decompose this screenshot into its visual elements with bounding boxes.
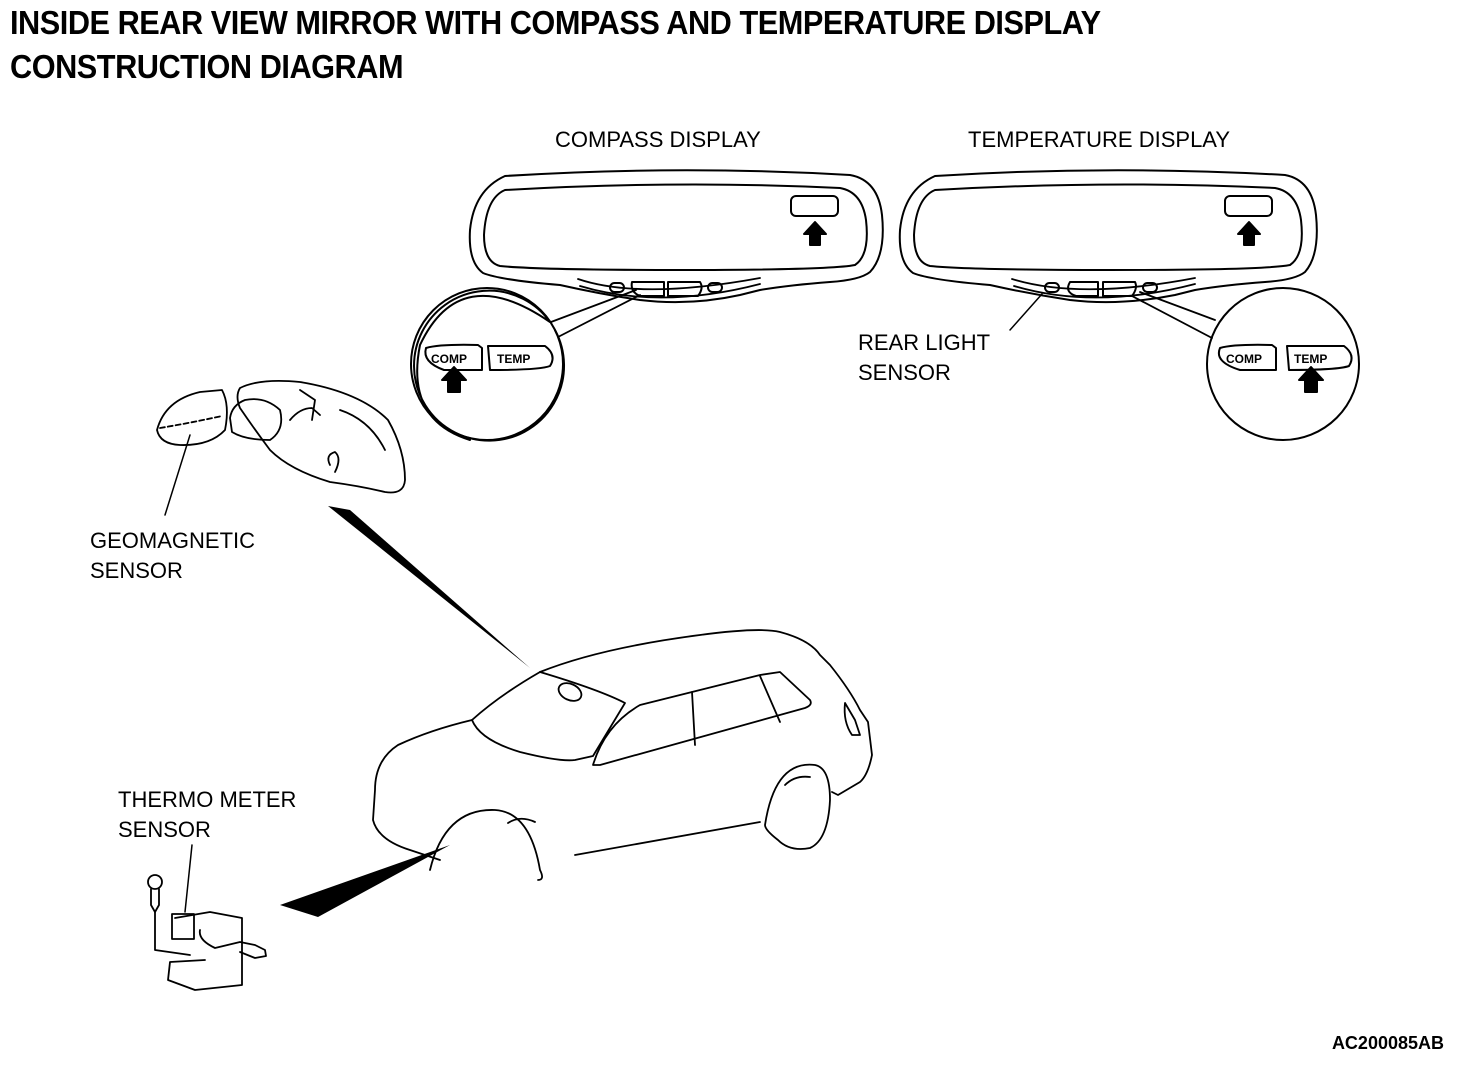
temperature-detail-circle-outline — [1206, 287, 1360, 441]
geomagnetic-sensor-leader — [164, 434, 191, 516]
compass-mirror-glass — [483, 183, 868, 271]
thermo-sensor-location-pointer — [280, 845, 450, 917]
geomagnetic-sensor-label-line1: GEOMAGNETIC — [90, 528, 256, 553]
temperature-mirror-glass — [913, 183, 1303, 271]
compass-button-detail: COMP TEMP — [410, 287, 641, 442]
compass-button-temp-outline — [667, 281, 703, 297]
compass-detail-circle-outline — [410, 287, 564, 441]
mirror-location-marker — [557, 682, 583, 702]
mirror-mount-base — [156, 389, 228, 446]
temperature-mirror-outer — [898, 169, 1318, 304]
compass-mirror-outer — [468, 169, 884, 304]
temperature-temp-arrow-icon — [1298, 366, 1324, 393]
temperature-detail-comp-label: COMP — [1226, 352, 1262, 366]
compass-lightsensor-left — [609, 282, 625, 293]
compass-detail-comp-label: COMP — [431, 352, 467, 366]
compass-display-window — [790, 195, 839, 217]
thermo-meter-sensor-label-line1: THERMO METER — [118, 787, 297, 812]
mirror-screw-hole — [327, 451, 340, 473]
temperature-detail-temp-label: TEMP — [1294, 352, 1327, 366]
thermo-meter-sensor-leader — [184, 844, 193, 913]
temperature-button-bar — [1011, 277, 1196, 291]
diagram-title-line1: INSIDE REAR VIEW MIRROR WITH COMPASS AND… — [10, 4, 1101, 41]
compass-comp-arrow-icon — [441, 366, 467, 393]
temperature-lightsensor-right — [1142, 282, 1158, 293]
rear-light-sensor-label-line2: SENSOR — [858, 360, 951, 385]
mirror-side-view — [156, 379, 406, 494]
temperature-button-comp-outline — [1067, 281, 1099, 297]
compass-display-heading: COMPASS DISPLAY — [555, 127, 761, 152]
temperature-button-detail: COMP TEMP — [1131, 287, 1360, 441]
thermo-meter-sensor-label: THERMO METER SENSOR — [118, 785, 296, 845]
compass-mirror — [468, 169, 884, 304]
rear-light-sensor-leader — [1009, 293, 1043, 331]
mirror-back-housing — [236, 379, 406, 494]
compass-button-comp-outline — [630, 281, 665, 297]
temperature-mirror — [898, 169, 1318, 304]
diagram-title-line2: CONSTRUCTION DIAGRAM — [10, 48, 404, 85]
figure-code: AC200085AB — [1331, 1033, 1444, 1053]
temperature-display-heading: TEMPERATURE DISPLAY — [968, 127, 1231, 152]
thermo-meter-sensor-label-line2: SENSOR — [118, 817, 211, 842]
compass-detail-temp-label: TEMP — [497, 352, 530, 366]
mounting-screw-head-icon — [147, 874, 163, 890]
thermo-sensor-assembly — [147, 844, 267, 991]
geomagnetic-sensor-label: GEOMAGNETIC SENSOR — [90, 526, 255, 586]
temperature-display-window — [1224, 195, 1273, 217]
rear-light-sensor-label: REAR LIGHT SENSOR — [858, 328, 990, 388]
vehicle-outline — [372, 629, 873, 881]
compass-detail-comp-button — [424, 343, 483, 371]
rear-light-sensor-label-line1: REAR LIGHT — [858, 330, 991, 355]
geomagnetic-sensor-label-line2: SENSOR — [90, 558, 183, 583]
compass-button-bar — [577, 277, 761, 291]
mirror-location-pointer — [328, 506, 530, 668]
temperature-display-arrow-icon — [1237, 221, 1261, 246]
compass-lightsensor-right — [707, 282, 723, 293]
compass-detail-circle — [413, 289, 566, 442]
temperature-rear-light-sensor — [1044, 282, 1060, 293]
mirror-mount-arm — [229, 398, 283, 441]
compass-display-arrow-icon — [803, 221, 827, 246]
thermo-connector — [171, 913, 195, 940]
